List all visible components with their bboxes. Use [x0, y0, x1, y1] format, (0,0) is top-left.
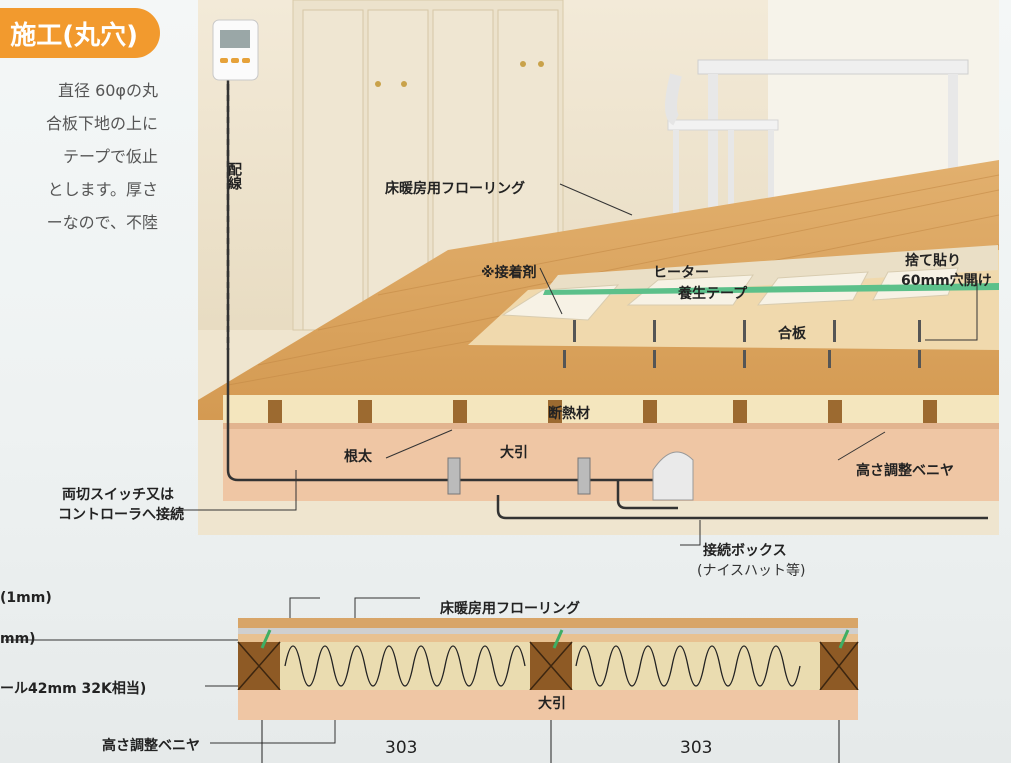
sutebari-hole-label: 60mm穴開け — [901, 273, 992, 289]
switch-label-line: コントローラへ接続 — [58, 507, 184, 523]
section-left-label-1: (1mm) — [0, 590, 52, 606]
dimension-right: 303 — [680, 738, 713, 758]
switch-label-line: 両切スイッチ又は — [62, 487, 174, 503]
wiring-line — [226, 40, 668, 482]
joist-label: 根太 — [344, 449, 372, 465]
controller-icon — [212, 19, 259, 81]
insulation-label: 断熱材 — [548, 406, 590, 422]
curing-tape-strip — [543, 283, 999, 295]
description-line: 合板下地の上に — [45, 114, 158, 133]
screw-row — [563, 320, 921, 368]
section-veneer — [238, 690, 858, 720]
flooring-label: 床暖房用フローリング — [385, 181, 525, 197]
description-line: ーなので、不陸 — [46, 213, 158, 232]
adhesive-label: ※接着剤 — [481, 265, 537, 281]
junction-box-sublabel: (ナイスハット等) — [697, 563, 806, 579]
beam-label: 大引 — [500, 445, 528, 461]
heater-wave — [284, 645, 801, 687]
joists — [268, 400, 937, 423]
section-title: 施工(丸穴) — [10, 20, 138, 51]
description-text: 直径 60φの丸 合板下地の上に テープで仮止 とします。厚さ ーなので、不陸 — [0, 74, 158, 239]
sutebari-label: 捨て貼り — [905, 253, 961, 269]
dimension-left: 303 — [385, 738, 418, 758]
description-line: 直径 60φの丸 — [57, 81, 158, 100]
section-flooring-label: 床暖房用フローリング — [440, 601, 580, 617]
switch-label: 両切スイッチ又は コントローラへ接続 — [58, 484, 184, 524]
section-beam-label: 大引 — [538, 696, 566, 712]
junction-box-shape — [652, 451, 694, 501]
section-flooring — [238, 618, 858, 628]
curing-tape-label: 養生テープ — [678, 286, 748, 302]
dining-table — [665, 59, 969, 230]
description-line: とします。厚さ — [47, 180, 158, 199]
wiring-label: 配線 — [226, 162, 242, 190]
plywood-label: 合板 — [778, 326, 806, 342]
beam-block — [223, 423, 999, 501]
heater-label: ヒーター — [653, 265, 709, 281]
room-scene — [198, 0, 999, 520]
floor-heating-illustration: 配線 床暖房用フローリング ※接着剤 ヒーター 養生テープ 捨て貼り 60mm穴… — [198, 0, 999, 535]
section-title-badge: 施工(丸穴) — [0, 8, 160, 58]
section-left-label-3: ール42mm 32K相当) — [0, 681, 147, 697]
description-line: テープで仮止 — [62, 147, 158, 166]
junction-box-label: 接続ボックス — [703, 543, 787, 559]
section-veneer-label: 高さ調整ベニヤ — [102, 738, 200, 754]
section-beams — [237, 641, 859, 691]
veneer-label: 高さ調整ベニヤ — [856, 463, 954, 479]
section-left-label-2: mm) — [0, 631, 36, 647]
cross-section-diagram — [237, 618, 859, 763]
